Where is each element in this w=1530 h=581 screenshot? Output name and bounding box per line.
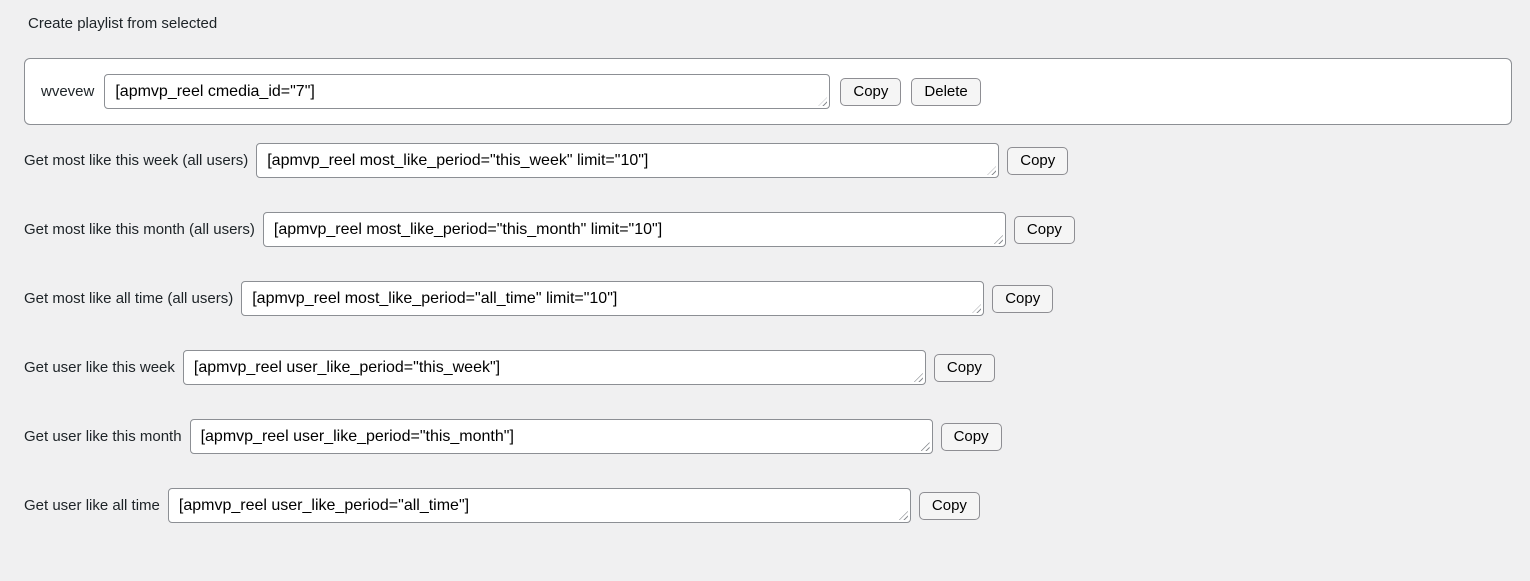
row-label: Get user like this week xyxy=(24,359,175,376)
shortcode-field-wrap: [apmvp_reel user_like_period="all_time"] xyxy=(167,488,911,523)
shortcode-row-user-like-this-week: Get user like this week [apmvp_reel user… xyxy=(24,350,1512,385)
resize-handle-icon[interactable] xyxy=(920,442,930,451)
shortcode-textarea[interactable]: [apmvp_reel most_like_period="this_month… xyxy=(262,212,1006,247)
copy-button[interactable]: Copy xyxy=(940,422,1002,451)
shortcode-row-user-like-all-time: Get user like all time [apmvp_reel user_… xyxy=(24,488,1512,523)
shortcode-textarea[interactable]: [apmvp_reel user_like_period="this_week"… xyxy=(182,350,926,385)
shortcode-textarea[interactable]: [apmvp_reel user_like_period="this_month… xyxy=(189,419,933,454)
copy-button[interactable]: Copy xyxy=(918,491,980,520)
playlist-shortcodes-page: Create playlist from selected wvevew [ap… xyxy=(24,15,1512,523)
shortcode-textarea[interactable]: [apmvp_reel most_like_period="all_time" … xyxy=(241,281,985,316)
copy-button[interactable]: Copy xyxy=(992,284,1054,313)
delete-button[interactable]: Delete xyxy=(911,77,981,106)
shortcode-textarea[interactable]: [apmvp_reel user_like_period="all_time"] xyxy=(167,488,911,523)
shortcode-field-wrap: [apmvp_reel most_like_period="this_week"… xyxy=(256,143,1000,178)
resize-handle-icon[interactable] xyxy=(913,373,923,382)
page-title: Create playlist from selected xyxy=(28,15,218,32)
row-label: Get user like all time xyxy=(24,497,160,514)
copy-button[interactable]: Copy xyxy=(1013,215,1075,244)
playlist-box: wvevew [apmvp_reel cmedia_id="7"] Copy D… xyxy=(24,58,1512,125)
shortcode-field-wrap: [apmvp_reel user_like_period="this_month… xyxy=(189,419,933,454)
shortcode-row-most-like-this-week: Get most like this week (all users) [apm… xyxy=(24,143,1512,178)
copy-button[interactable]: Copy xyxy=(1007,146,1069,175)
shortcode-row-user-like-this-month: Get user like this month [apmvp_reel use… xyxy=(24,419,1512,454)
shortcode-field-wrap: [apmvp_reel most_like_period="all_time" … xyxy=(241,281,985,316)
row-label: Get most like all time (all users) xyxy=(24,290,234,307)
row-label: Get user like this month xyxy=(24,428,182,445)
shortcode-rows: Get most like this week (all users) [apm… xyxy=(24,143,1512,523)
shortcode-row-most-like-this-month: Get most like this month (all users) [ap… xyxy=(24,212,1512,247)
shortcode-row-most-like-all-time: Get most like all time (all users) [apmv… xyxy=(24,281,1512,316)
playlist-shortcode-field-wrap: [apmvp_reel cmedia_id="7"] xyxy=(104,74,831,109)
copy-button[interactable]: Copy xyxy=(840,77,902,106)
playlist-name-label: wvevew xyxy=(41,83,95,100)
row-label: Get most like this week (all users) xyxy=(24,152,249,169)
shortcode-field-wrap: [apmvp_reel user_like_period="this_week"… xyxy=(182,350,926,385)
resize-handle-icon[interactable] xyxy=(972,304,982,313)
resize-handle-icon[interactable] xyxy=(987,166,997,175)
copy-button[interactable]: Copy xyxy=(933,353,995,382)
resize-handle-icon[interactable] xyxy=(898,511,908,520)
shortcode-field-wrap: [apmvp_reel most_like_period="this_month… xyxy=(262,212,1006,247)
resize-handle-icon[interactable] xyxy=(993,235,1003,244)
playlist-shortcode-textarea[interactable]: [apmvp_reel cmedia_id="7"] xyxy=(104,74,831,109)
row-label: Get most like this month (all users) xyxy=(24,221,255,238)
resize-handle-icon[interactable] xyxy=(818,97,828,106)
shortcode-textarea[interactable]: [apmvp_reel most_like_period="this_week"… xyxy=(256,143,1000,178)
